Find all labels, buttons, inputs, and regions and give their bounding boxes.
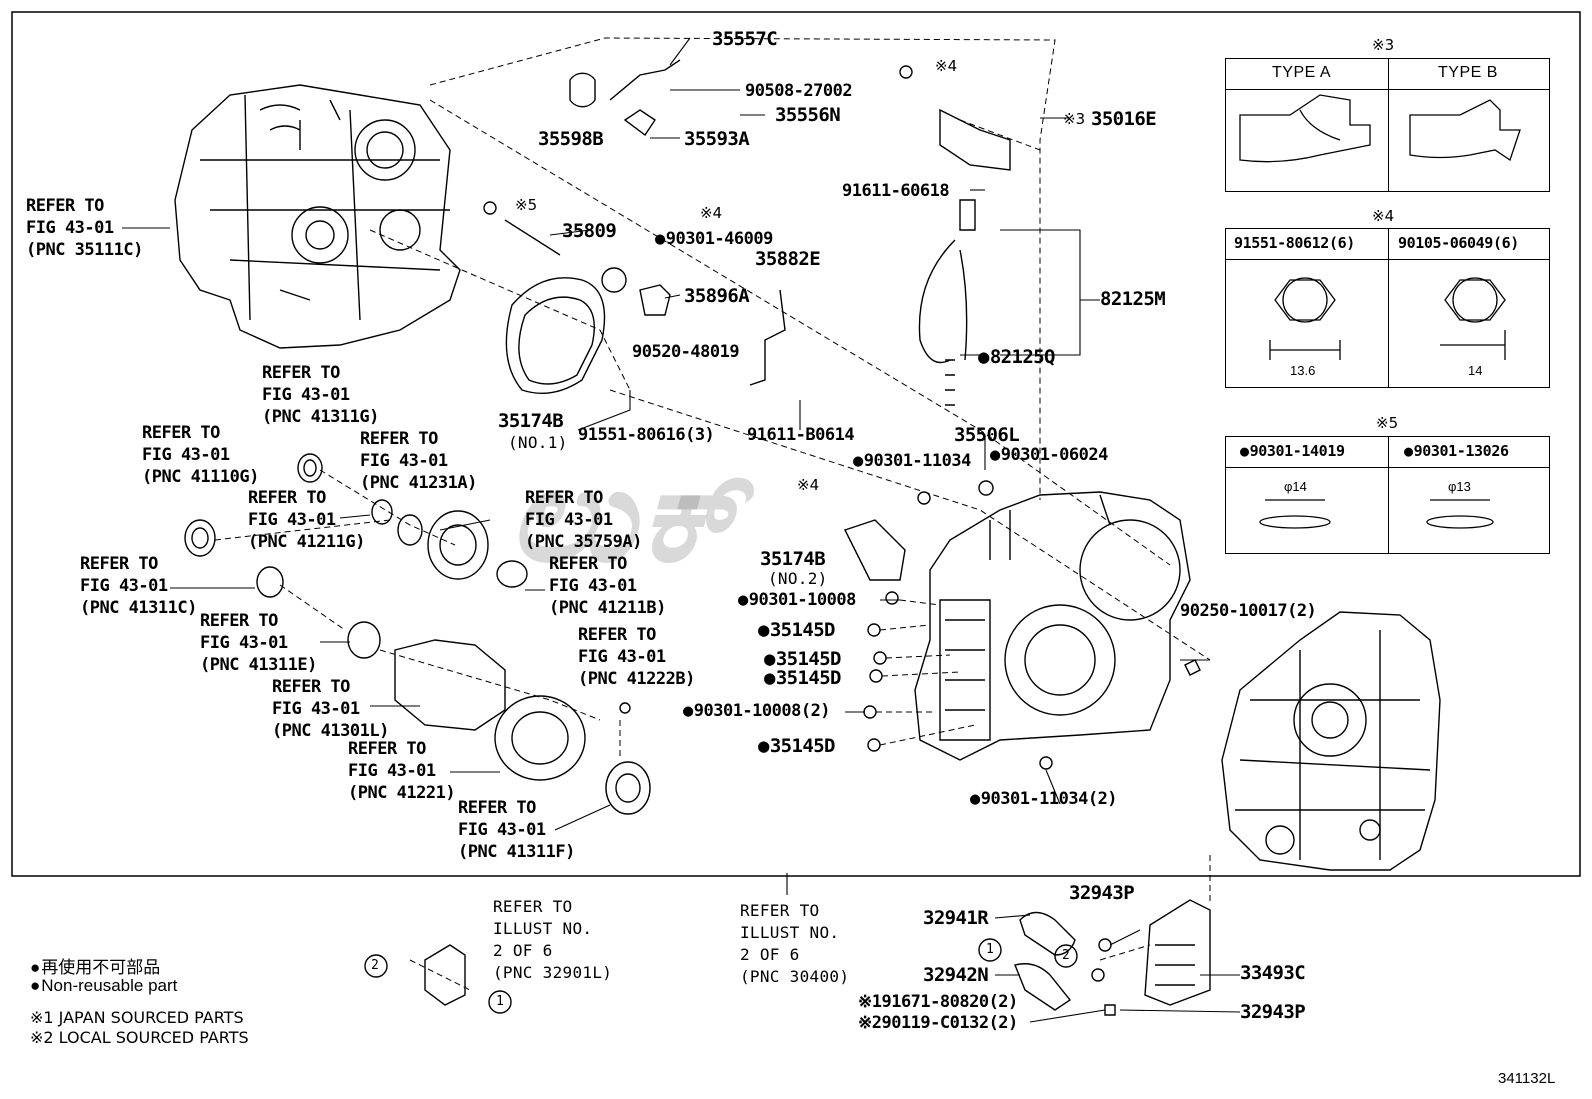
part-90301-10008[interactable]: 90301-10008: [738, 589, 857, 611]
part-35882E[interactable]: 35882E: [755, 248, 821, 270]
transaxle-case-left: [174, 84, 461, 349]
oring-90301-14019[interactable]: 90301-14019: [1240, 442, 1345, 460]
transaxle-center: [914, 491, 1191, 761]
part-82125M[interactable]: 82125M: [1100, 288, 1166, 310]
part-91671-80820[interactable]: ※191671-80820(2): [858, 992, 1018, 1012]
diagram-id: 341132L: [1498, 1070, 1556, 1087]
small-parts: [483, 59, 1201, 770]
dim-phi13: φ13: [1448, 479, 1471, 494]
part-35174B-no1[interactable]: 35174B: [498, 410, 564, 432]
type-a-label: TYPE A: [1272, 64, 1332, 81]
dim-phi14: φ14: [1284, 479, 1307, 494]
part-33493C[interactable]: 33493C: [1240, 962, 1306, 984]
part-35016E[interactable]: 35016E: [1091, 108, 1157, 130]
inset-parts: [364, 899, 1211, 1016]
dim-14: 14: [1468, 363, 1483, 378]
gear-cluster: [184, 453, 651, 815]
part-35145D-d[interactable]: 35145D: [758, 735, 836, 757]
part-35557C[interactable]: 35557C: [712, 28, 778, 50]
circle-2-inset: 2: [371, 958, 380, 973]
part-90119-C0132[interactable]: ※290119-C0132(2): [858, 1013, 1018, 1033]
legend-japan-sourced: ※1 JAPAN SOURCED PARTS: [30, 1008, 244, 1027]
part-35593A[interactable]: 35593A: [684, 128, 750, 150]
table-bolts: 91551-80612(6) 90105-06049(6) 13.6 14: [1225, 228, 1550, 388]
part-82125Q[interactable]: 82125Q: [978, 346, 1056, 368]
note-mark-4-mid: ※4: [797, 476, 820, 494]
table-drawings: [1239, 94, 1521, 529]
part-35145D-b[interactable]: 35145D: [764, 648, 842, 670]
part-90520-48019[interactable]: 90520-48019: [632, 342, 740, 362]
part-35174B-no1-note: (NO.1): [508, 433, 568, 452]
part-90301-11034-2[interactable]: 90301-11034(2): [970, 788, 1118, 810]
oil-seal-plate: [505, 277, 606, 395]
part-90250-10017[interactable]: 90250-10017(2): [1180, 601, 1317, 621]
circle-2-hose: 2: [1062, 948, 1071, 963]
table-type-a-b: TYPE A TYPE B: [1225, 58, 1550, 192]
part-32941R[interactable]: 32941R: [923, 907, 989, 929]
note-mark-3: ※3: [1063, 110, 1086, 128]
oring-90301-13026[interactable]: 90301-13026: [1404, 442, 1509, 460]
part-32942N[interactable]: 32942N: [923, 964, 989, 986]
legend-non-reusable-jp: 再使用不可部品: [30, 953, 160, 978]
table-orings: 90301-14019 90301-13026 φ14 φ13: [1225, 436, 1550, 554]
note-mark-4-top: ※4: [935, 57, 958, 75]
circle-1-hose: 1: [986, 942, 995, 957]
part-35896A[interactable]: 35896A: [684, 285, 750, 307]
table4-mark: ※4: [1372, 207, 1395, 225]
part-35174B-no2-note: (NO.2): [768, 569, 828, 588]
part-35145D-c[interactable]: 35145D: [764, 667, 842, 689]
table3-mark: ※3: [1372, 36, 1395, 54]
note-mark-5: ※5: [515, 196, 538, 214]
part-35598B[interactable]: 35598B: [538, 128, 604, 150]
legend-non-reusable-en: Non-reusable part: [30, 976, 177, 996]
legend-local-sourced: ※2 LOCAL SOURCED PARTS: [30, 1028, 249, 1047]
circle-1-inset: 1: [496, 994, 505, 1009]
part-90508-27002[interactable]: 90508-27002: [745, 81, 853, 101]
part-90301-46009[interactable]: 90301-46009: [655, 228, 774, 250]
part-35556N[interactable]: 35556N: [775, 104, 841, 126]
part-35809[interactable]: 35809: [562, 220, 617, 242]
transaxle-case-right: [1221, 611, 1441, 871]
part-35174B-no2[interactable]: 35174B: [760, 548, 826, 570]
bolt-91551-80612[interactable]: 91551-80612(6): [1234, 234, 1355, 252]
part-35145D-a[interactable]: 35145D: [758, 619, 836, 641]
part-90301-11034[interactable]: 90301-11034: [853, 450, 972, 472]
part-32943P-bottom[interactable]: 32943P: [1240, 1001, 1306, 1023]
part-35506L[interactable]: 35506L: [954, 424, 1020, 446]
table5-mark: ※5: [1376, 414, 1399, 432]
part-90301-10008-2[interactable]: 90301-10008(2): [683, 700, 831, 722]
part-91551-80616[interactable]: 91551-80616(3): [578, 425, 715, 445]
part-91611-60618[interactable]: 91611-60618: [842, 181, 950, 201]
bolt-90105-06049[interactable]: 90105-06049(6): [1398, 234, 1519, 252]
dim-13-6: 13.6: [1290, 363, 1316, 378]
part-91611-B0614[interactable]: 91611-B0614: [747, 425, 855, 445]
type-b-label: TYPE B: [1438, 64, 1498, 81]
part-90301-06024[interactable]: 90301-06024: [990, 444, 1109, 466]
note-mark-4: ※4: [700, 204, 723, 222]
part-32943P-top[interactable]: 32943P: [1069, 882, 1135, 904]
